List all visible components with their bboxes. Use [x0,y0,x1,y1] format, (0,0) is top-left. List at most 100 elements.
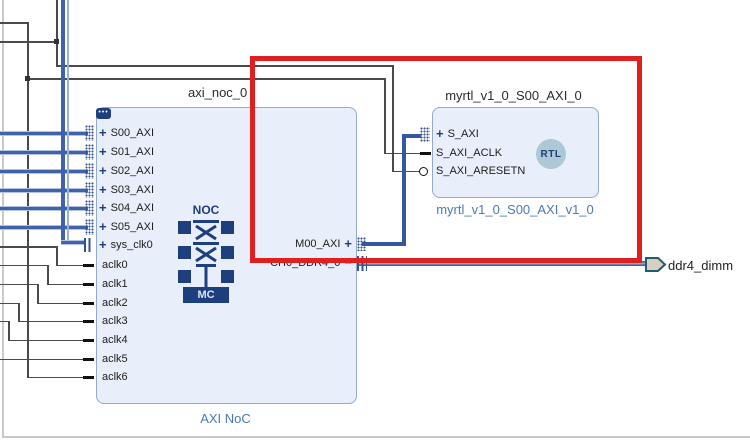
port-sign: + [99,182,107,197]
canvas-left-edge [2,0,4,437]
wire-aresetn-net-seg5[interactable] [392,170,420,172]
rtl-badge: RTL [536,139,566,169]
wire-aclk2-seg2[interactable] [37,283,39,304]
wire-m00-axi-seg1[interactable] [362,242,406,246]
external-port-label[interactable]: ddr4_dimm [668,258,734,273]
port-m00-axi[interactable]: M00_AXI+ [180,237,352,251]
port-aclk2[interactable]: aclk2 [102,296,128,310]
wire-sys-clk0-parallel[interactable] [67,0,69,242]
wire-sys-clk0-bend[interactable] [61,240,84,245]
port-sign: + [436,126,444,141]
port-stub-aclk0[interactable] [83,264,94,267]
block-subtitle-axi-noc: AXI NoC [200,411,251,426]
port-stub-aclk5[interactable] [83,358,94,361]
port-stub-aclk6[interactable] [83,376,94,379]
wire-aclk3-seg3[interactable] [18,320,84,322]
wire-aclk6-net-seg2[interactable] [27,22,29,378]
port-s03-axi[interactable]: +S03_AXI [99,183,154,197]
wire-aresetn-net-seg2[interactable] [56,0,58,66]
wire-aclk3-seg1[interactable] [0,302,19,304]
port-stub-s00[interactable] [85,125,94,141]
port-label: aclk3 [102,315,128,327]
wire-aresetn-net-seg4[interactable] [392,65,394,172]
port-stub-aclk2[interactable] [83,302,94,305]
wire-aclk2-seg1[interactable] [0,283,38,285]
wire-ch0-ddr4[interactable] [357,261,646,266]
wire-aclk1-seg1[interactable] [0,264,48,266]
port-stub-aclk3[interactable] [83,320,94,323]
wire-m00-axi-seg2[interactable] [402,134,406,246]
port-label: aclk5 [102,353,128,365]
port-aclk5[interactable]: aclk5 [102,352,128,366]
port-stub-s05[interactable] [85,219,94,235]
port-label: aclk6 [102,371,128,383]
wire-aclk0-seg3[interactable] [56,264,84,266]
port-stub-m00-axi[interactable] [357,237,366,251]
wire-s00-axi[interactable] [0,131,88,136]
port-stub-s03[interactable] [85,182,94,198]
port-label: S_AXI_ARESETN [436,165,526,177]
wire-aclk6-net-seg1[interactable] [0,22,28,24]
noc-mc-label: MC [183,287,229,303]
wire-m00-axi-seg3[interactable] [402,134,421,138]
port-label: S04_AXI [110,202,155,214]
wire-s04-axi[interactable] [0,206,88,211]
port-stub-s04[interactable] [85,200,94,216]
wire-aclk0-seg2[interactable] [56,246,58,266]
port-stub-aclk4[interactable] [83,339,94,342]
wire-saxi-aclk-seg1[interactable] [27,78,386,80]
port-stub-ch0-ddr4[interactable] [357,256,367,271]
port-s-axi-aclk[interactable]: S_AXI_ACLK [436,146,502,160]
wire-aclk6-seg3[interactable] [27,376,84,378]
port-stub-s01[interactable] [85,144,94,160]
port-s05-axi[interactable]: +S05_AXI [99,220,154,234]
port-aclk1[interactable]: aclk1 [102,277,128,291]
port-stub-s-axi-aresetn-bubble[interactable] [419,167,428,176]
wire-s02-axi[interactable] [0,169,88,174]
wire-aclk4-seg3[interactable] [8,339,84,341]
port-sign: + [99,144,107,159]
block-myrtl[interactable] [432,107,599,198]
wire-aresetn-net-seg3[interactable] [56,65,394,67]
port-aclk3[interactable]: aclk3 [102,314,128,328]
port-stub-s-axi[interactable] [420,127,430,142]
block-options-icon[interactable]: ••• [96,108,111,119]
wire-s01-axi[interactable] [0,150,88,155]
port-s-axi-aresetn[interactable]: S_AXI_ARESETN [436,164,525,178]
port-s-axi[interactable]: +S_AXI [436,127,479,141]
port-aclk0[interactable]: aclk0 [102,258,128,272]
port-s04-axi[interactable]: +S04_AXI [99,201,154,215]
port-stub-s-axi-aclk[interactable] [420,152,431,155]
canvas-bottom-edge [2,436,750,438]
port-stub-sys-clk0[interactable] [84,238,93,252]
wire-aclk0-seg1[interactable] [0,246,58,248]
wire-aclk1-seg2[interactable] [47,264,49,285]
wire-aclk4-seg2[interactable] [8,320,10,341]
wire-saxi-aclk-seg2[interactable] [384,78,386,154]
port-stub-s02[interactable] [85,163,94,179]
wire-aresetn-net-seg1[interactable] [0,41,57,43]
block-title-myrtl: myrtl_v1_0_S00_AXI_0 [445,88,582,103]
port-label: sys_clk0 [110,239,153,251]
wire-sys-clk0-vertical[interactable] [61,0,65,245]
wire-s03-axi[interactable] [0,188,88,193]
wire-aclk4-seg1[interactable] [0,320,9,322]
wire-aclk3-seg2[interactable] [18,302,20,322]
port-aclk6[interactable]: aclk6 [102,370,128,384]
port-label: S01_AXI [110,146,155,158]
wire-aclk5[interactable] [0,358,84,360]
wire-s05-axi[interactable] [0,225,88,230]
port-s00-axi[interactable]: +S00_AXI [99,126,154,140]
wire-aclk2-seg3[interactable] [37,302,84,304]
port-label: S03_AXI [110,184,155,196]
port-sign: + [99,237,107,252]
port-aclk4[interactable]: aclk4 [102,333,128,347]
port-sign: + [99,163,107,178]
ddr4-dimm-connector-icon[interactable] [645,257,667,272]
wire-aclk1-seg3[interactable] [47,283,84,285]
port-stub-aclk1[interactable] [83,283,94,286]
highlight-rectangle [250,56,642,263]
port-s01-axi[interactable]: +S01_AXI [99,145,154,159]
port-s02-axi[interactable]: +S02_AXI [99,164,154,178]
port-sys-clk0[interactable]: +sys_clk0 [99,238,153,252]
